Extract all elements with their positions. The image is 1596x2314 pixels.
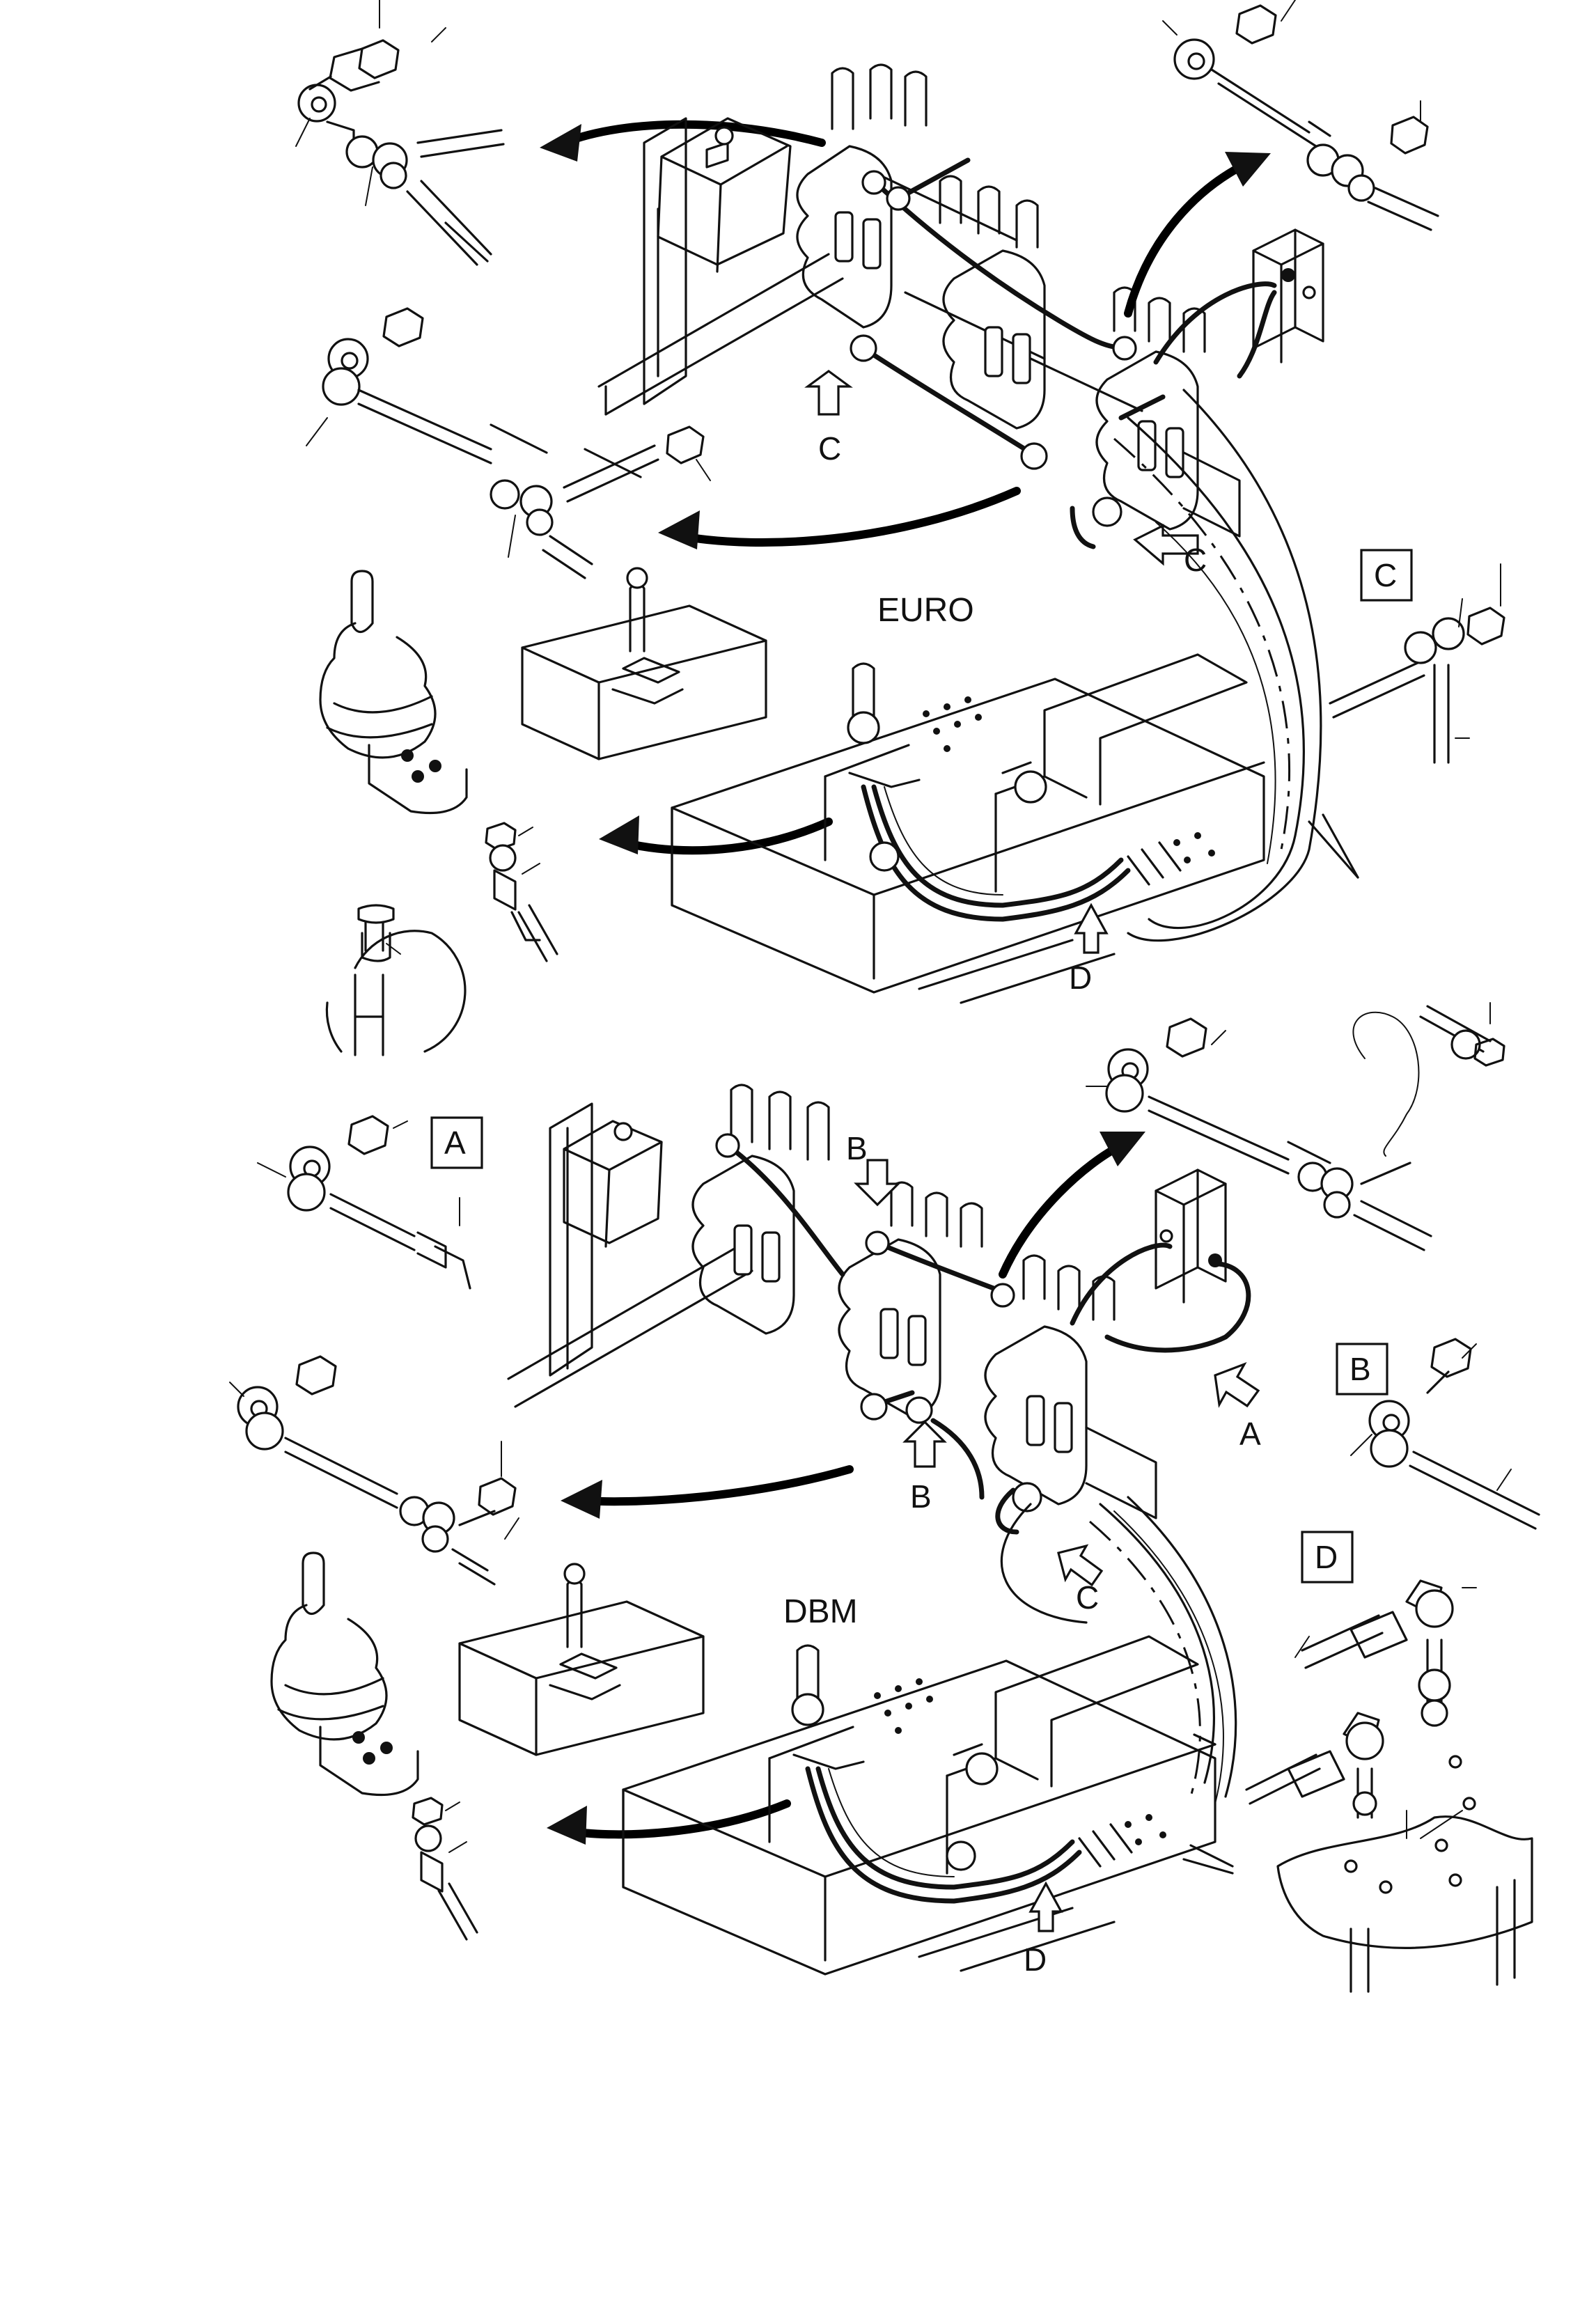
control-valve-upper [796,63,1241,538]
detail-box-c [1360,549,1413,602]
hoses-lower [715,1133,1251,1624]
joystick-detail-lower [270,1551,419,1797]
base-block-upper [671,653,1265,1004]
detail-label-b: B [1349,1351,1371,1387]
detail-box-a [430,1116,483,1169]
mounting-frame-upper [597,117,844,416]
section-label-euro: EURO [877,592,974,629]
pilot-valve-upper [521,567,767,760]
label-c-lower: C [1076,1579,1099,1616]
arrow-to-joystick-upper [599,815,833,855]
label-c-upper-1: C [818,430,841,467]
base-block-lower [622,1635,1216,1976]
label-d-lower: D [1024,1941,1047,1978]
fitting-detail-lower-top-right [1086,1002,1505,1251]
fitting-detail-top-right [1162,0,1439,231]
long-hoses-lower-right [1089,1496,1237,1875]
detail-label-c: C [1374,557,1397,593]
hose-bundle-upper [861,784,1182,922]
fitting-detail-mid-left [306,307,711,579]
detail-box-d [1301,1531,1354,1584]
arrow-to-top-right-detail [1124,152,1271,318]
fitting-detail-c [1329,563,1505,764]
joystick-fittings-lower [412,1797,478,1941]
fitting-detail-b [1350,1338,1540,1530]
euro-assembly: C C EURO [295,0,1505,1056]
fitting-detail-a [257,1115,471,1290]
arrow-b-lower-1 [854,1159,901,1207]
arrow-d-upper [1074,902,1109,954]
junction-box-upper-right [1252,228,1324,363]
hose-bundle-lower [805,1766,1133,1904]
joystick-detail-upper [319,570,468,815]
arrow-to-mid-left-detail-lower [561,1465,854,1519]
base-dots-lower [874,1678,1166,1845]
arrow-to-joystick-lower [547,1799,791,1845]
pilot-valve-lower [458,1563,705,1756]
mounting-frame-lower [507,1102,753,1408]
arrow-to-right-detail-lower [999,1132,1145,1279]
fitting-detail-top-left [295,0,505,266]
detail-box-b [1336,1343,1388,1396]
label-b-lower-1: B [846,1130,868,1166]
fitting-detail-mid-left-lower [229,1355,519,1586]
long-hoses-upper-right [1113,389,1359,942]
arrow-to-mid-left-detail [658,487,1021,549]
label-d-upper: D [1069,960,1092,996]
hoses-upper [850,157,1277,549]
label-b-lower-2: B [910,1478,932,1515]
dbm-assembly: A [229,1002,1540,1993]
arrow-to-top-left-detail [540,120,826,162]
arrow-b-lower-2 [902,1420,947,1468]
arrow-c-lower [1057,1544,1104,1587]
control-valve-lower [691,1084,1157,1519]
detail-label-d: D [1315,1539,1338,1575]
joystick-fittings-upper [485,822,558,962]
arrow-c-upper-1 [804,370,853,416]
pin-detail-circle [325,904,467,1056]
arrow-a-lower [1214,1361,1260,1408]
arrow-c-upper-2 [1133,524,1199,566]
arrow-d-lower [1028,1881,1063,1932]
junction-box-lower [1155,1168,1227,1304]
detail-label-a: A [444,1125,466,1161]
section-label-dbm: DBM [783,1593,858,1630]
fitting-detail-d [1245,1579,1533,1993]
label-a-lower: A [1239,1416,1261,1452]
base-dots-upper [923,696,1215,863]
